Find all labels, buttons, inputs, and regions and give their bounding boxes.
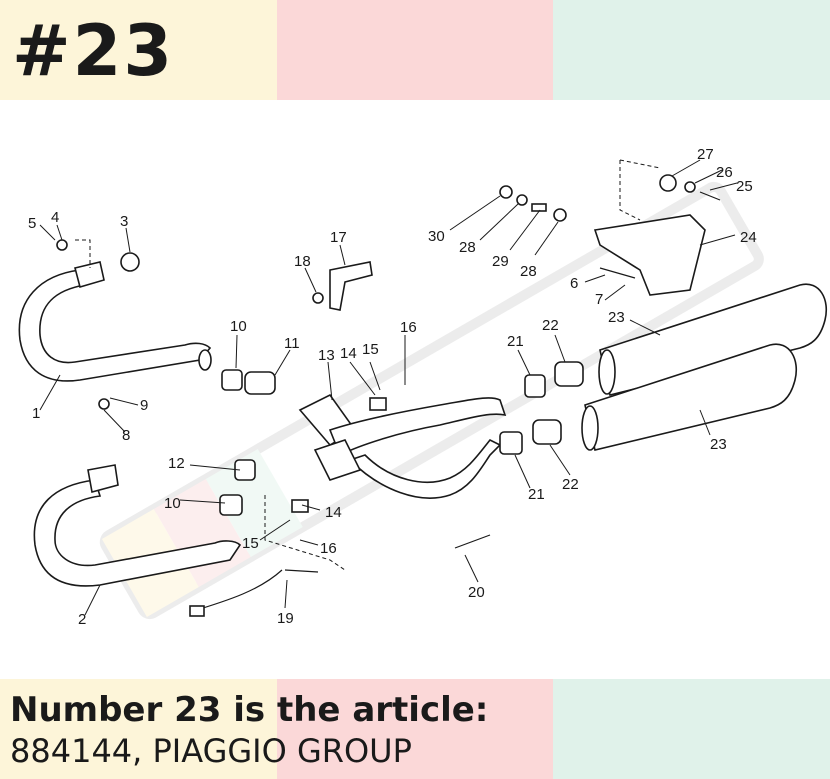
collector-pipe <box>298 393 507 499</box>
header-pipe-1 <box>18 261 212 382</box>
callout-27: 27 <box>697 146 714 163</box>
callout-20: 20 <box>468 584 485 601</box>
callout-23a: 23 <box>608 309 625 326</box>
article-number: 884144, PIAGGIO GROUP <box>10 732 412 770</box>
article-heading: Number 23 is the article: <box>10 690 489 730</box>
callout-28a: 28 <box>459 239 476 256</box>
callout-29: 29 <box>492 253 509 270</box>
callout-7: 7 <box>595 291 603 308</box>
page-title: #23 <box>12 10 175 92</box>
callout-22a: 22 <box>542 317 559 334</box>
callout-18: 18 <box>294 253 311 270</box>
exhaust-parts-diagram: 1 2 3 4 5 6 7 8 9 10 10 11 12 13 14 14 1… <box>18 146 827 628</box>
callout-9: 9 <box>140 397 148 414</box>
callout-13: 13 <box>318 347 335 364</box>
callout-6: 6 <box>570 275 578 292</box>
callout-26: 26 <box>716 164 733 181</box>
callout-16a: 16 <box>400 319 417 336</box>
callout-28b: 28 <box>520 263 537 280</box>
callout-15a: 15 <box>362 341 379 358</box>
callout-30: 30 <box>428 228 445 245</box>
muffler-upper <box>598 283 827 396</box>
callout-8: 8 <box>122 427 130 444</box>
muffler-lower <box>581 343 797 451</box>
header-band <box>0 0 830 100</box>
callout-16b: 16 <box>320 540 337 557</box>
callout-15b: 15 <box>242 535 259 552</box>
callout-10a: 10 <box>230 318 247 335</box>
footer-band <box>0 679 830 779</box>
callout-3: 3 <box>120 213 128 230</box>
callout-1: 1 <box>32 405 40 422</box>
muffler-bracket <box>593 214 706 296</box>
callout-10b: 10 <box>164 495 181 512</box>
callout-14b: 14 <box>325 504 342 521</box>
callout-4: 4 <box>51 209 59 226</box>
header-pipe-2 <box>33 464 242 587</box>
callout-11: 11 <box>284 335 300 352</box>
callout-21b: 21 <box>528 486 545 503</box>
callout-24: 24 <box>740 229 757 246</box>
small-parts <box>56 174 721 617</box>
callout-17: 17 <box>330 229 347 246</box>
callout-19: 19 <box>277 610 294 627</box>
callout-12: 12 <box>168 455 185 472</box>
leader-lines <box>39 159 738 616</box>
callout-21a: 21 <box>507 333 524 350</box>
callout-14a: 14 <box>340 345 357 362</box>
callout-23b: 23 <box>710 436 727 453</box>
callout-2: 2 <box>78 611 86 628</box>
callout-5: 5 <box>28 215 36 232</box>
callout-labels: 1 2 3 4 5 6 7 8 9 10 10 11 12 13 14 14 1… <box>28 146 757 628</box>
callout-22b: 22 <box>562 476 579 493</box>
callout-25: 25 <box>736 178 753 195</box>
